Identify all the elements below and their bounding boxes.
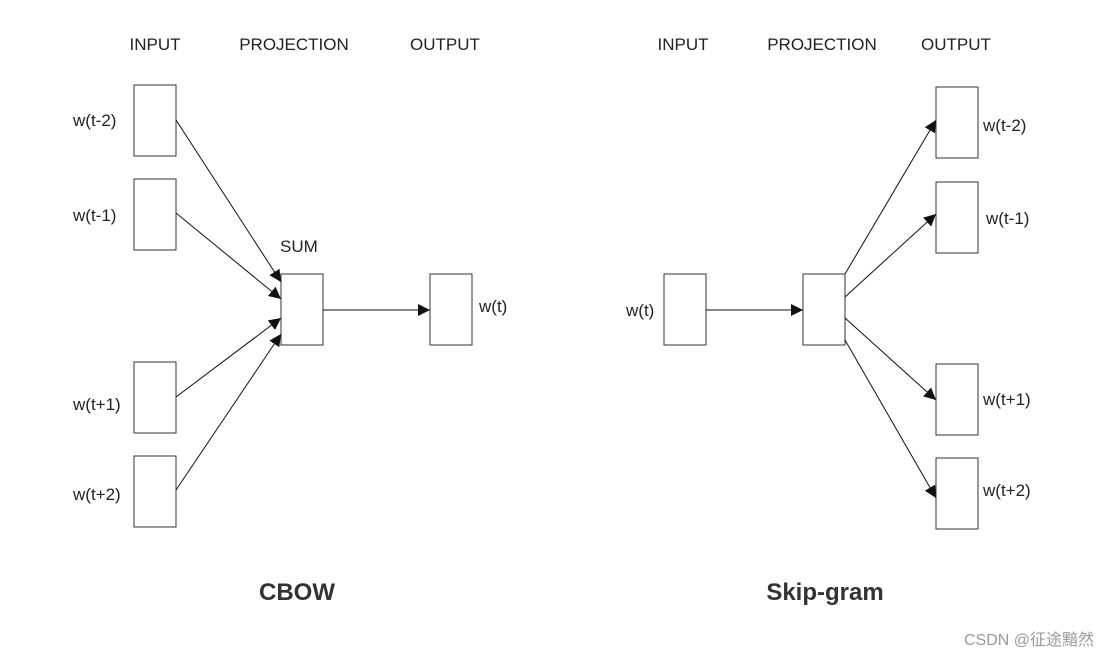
cbow-header-input: INPUT — [130, 35, 181, 54]
cbow-input-label-2: w(t-1) — [72, 206, 116, 225]
skipgram-output-label-3: w(t+1) — [982, 390, 1031, 409]
skipgram-title: Skip-gram — [766, 579, 883, 606]
skipgram-arrow-3 — [844, 317, 937, 401]
skipgram-input-box — [663, 273, 707, 346]
skipgram-header-input: INPUT — [658, 35, 709, 54]
cbow-input-label-4: w(t+2) — [72, 485, 121, 504]
cbow-arrow-3 — [175, 317, 282, 398]
cbow-header-output: OUTPUT — [410, 35, 480, 54]
skipgram-arrow-1 — [844, 119, 937, 275]
watermark: CSDN @征途黯然 — [963, 632, 1094, 649]
skipgram-diagram: INPUT PROJECTION OUTPUT w(t) w(t-2) w(t-… — [625, 35, 1031, 606]
skipgram-arrow-2 — [844, 213, 937, 298]
skipgram-output-box-3 — [935, 363, 979, 436]
cbow-diagram: INPUT PROJECTION OUTPUT w(t-2) w(t-1) w(… — [72, 35, 507, 606]
cbow-projection-label: SUM — [280, 237, 318, 256]
skipgram-output-box-2 — [935, 181, 979, 254]
skipgram-output-label-4: w(t+2) — [982, 481, 1031, 500]
skipgram-header-projection: PROJECTION — [767, 35, 877, 54]
cbow-input-box-3 — [133, 361, 177, 434]
cbow-input-box-1 — [133, 84, 177, 157]
cbow-input-box-2 — [133, 178, 177, 251]
cbow-arrow-2 — [175, 212, 282, 300]
skipgram-output-box-4 — [935, 457, 979, 530]
cbow-projection-box — [280, 273, 324, 346]
skipgram-projection-box — [802, 273, 846, 346]
skipgram-header-output: OUTPUT — [921, 35, 991, 54]
skipgram-output-box-1 — [935, 86, 979, 159]
skipgram-arrow-4 — [844, 339, 937, 499]
cbow-input-label-3: w(t+1) — [72, 395, 121, 414]
skipgram-input-label: w(t) — [625, 301, 654, 320]
cbow-title: CBOW — [259, 579, 335, 606]
cbow-output-label: w(t) — [478, 297, 507, 316]
skipgram-output-label-2: w(t-1) — [985, 209, 1029, 228]
cbow-input-box-4 — [133, 455, 177, 528]
cbow-arrow-1 — [175, 119, 282, 283]
cbow-arrow-4 — [175, 333, 282, 491]
cbow-input-label-1: w(t-2) — [72, 111, 116, 130]
cbow-output-box — [429, 273, 473, 346]
cbow-header-projection: PROJECTION — [239, 35, 349, 54]
skipgram-output-label-1: w(t-2) — [982, 116, 1026, 135]
